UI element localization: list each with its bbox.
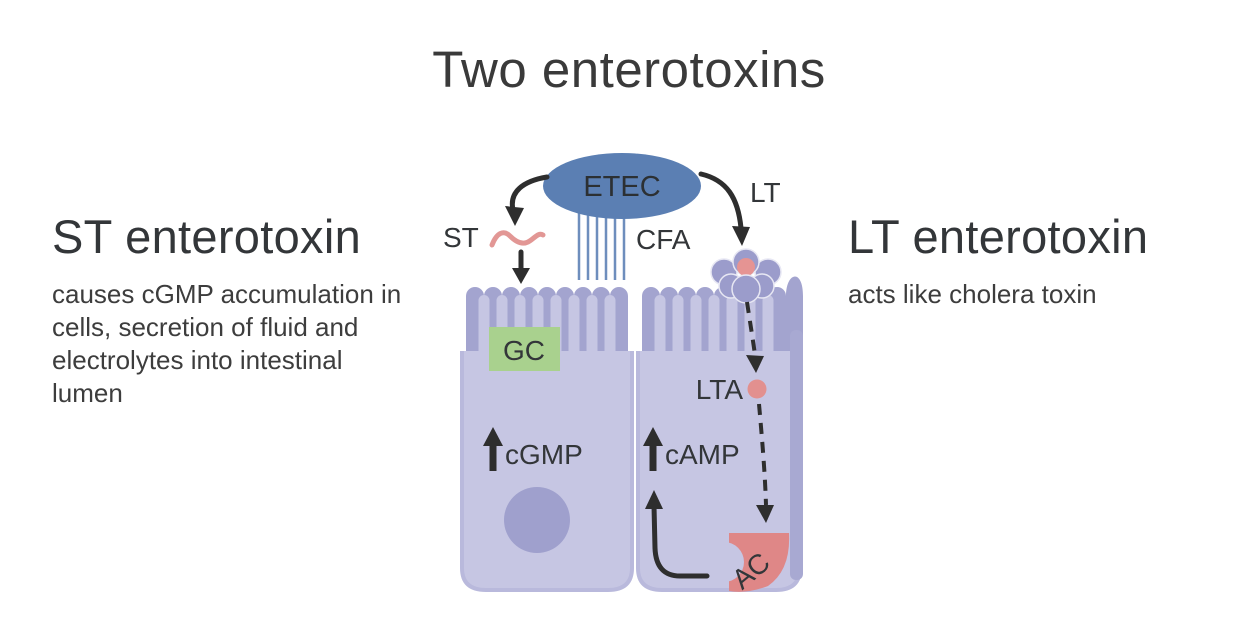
st-enterotoxin-description: causes cGMP accumulation in cells, secre… xyxy=(52,278,452,410)
st-enterotoxin-panel: ST enterotoxin causes cGMP accumulation … xyxy=(52,212,452,410)
microvillus xyxy=(672,295,684,369)
page-title: Two enterotoxins xyxy=(432,41,826,98)
description-line: electrolytes into intestinal xyxy=(52,345,343,376)
etec-bacterium xyxy=(543,153,701,219)
cgmp-label: cGMP xyxy=(505,439,583,470)
description-line: causes cGMP accumulation in xyxy=(52,279,402,310)
st-to-cell-arrowhead xyxy=(512,268,530,284)
lt-internalization-dashed-path-upper xyxy=(745,301,757,356)
microvillus xyxy=(478,295,490,369)
microvillus xyxy=(568,295,580,369)
lt-enterotoxin-panel: LT enterotoxin acts like cholera toxin xyxy=(848,212,1228,311)
lt-enterotoxin-description: acts like cholera toxin xyxy=(848,279,1097,310)
adenylate-cyclase-region xyxy=(729,533,790,592)
ac-to-camp-arrowhead xyxy=(645,490,663,509)
microvillus xyxy=(586,295,598,369)
lt-label: LT xyxy=(750,177,781,208)
microvillus xyxy=(762,295,774,369)
etec-to-lt-arrowhead xyxy=(732,226,750,246)
left-cell-body xyxy=(460,351,634,592)
microvillus xyxy=(726,295,738,369)
lt-enterotoxin-heading: LT enterotoxin xyxy=(848,210,1149,263)
dashed-arrowhead-upper xyxy=(746,355,764,373)
lt-toxin-cluster xyxy=(710,248,782,304)
microvillus xyxy=(654,295,666,369)
st-label: ST xyxy=(443,222,479,253)
st-enterotoxin-heading: ST enterotoxin xyxy=(52,210,362,263)
microvillus xyxy=(690,295,702,369)
etec-label: ETEC xyxy=(583,171,660,203)
etec-to-st-arrowhead xyxy=(505,206,524,226)
camp-label: cAMP xyxy=(665,439,740,470)
microvillus xyxy=(604,295,616,369)
lta-circle xyxy=(747,379,767,399)
lt-internalization-dashed-path-lower xyxy=(757,403,768,506)
nucleus xyxy=(504,487,570,553)
microvillus xyxy=(708,295,720,369)
lt-b-subunit xyxy=(731,274,761,304)
fimbriae-lines xyxy=(577,212,626,280)
right-cell: LTA AC cAMP xyxy=(636,248,803,595)
cgmp-up-arrowhead xyxy=(483,427,503,446)
adenylate-cyclase-bite xyxy=(704,542,744,582)
etec-to-st-arrow xyxy=(509,174,550,213)
right-cell-microvilli xyxy=(654,295,774,369)
st-toxin-squiggle xyxy=(489,230,546,248)
lt-a-subunit-top xyxy=(737,258,755,276)
gc-receptor-box xyxy=(489,327,560,371)
dashed-arrowhead-lower xyxy=(756,505,774,523)
gc-receptor-label: GC xyxy=(503,335,545,366)
left-cell: GC cGMP xyxy=(460,287,634,592)
lta-label: LTA xyxy=(696,374,744,405)
description-line: cells, secretion of fluid and xyxy=(52,312,359,343)
camp-up-arrowhead xyxy=(643,427,663,446)
ac-to-camp-arrow xyxy=(651,503,710,579)
right-cell-edge-stripe xyxy=(790,330,803,580)
cfa-label: CFA xyxy=(636,224,691,255)
etec-to-lt-arrow xyxy=(698,171,744,231)
description-line: lumen xyxy=(52,378,123,409)
